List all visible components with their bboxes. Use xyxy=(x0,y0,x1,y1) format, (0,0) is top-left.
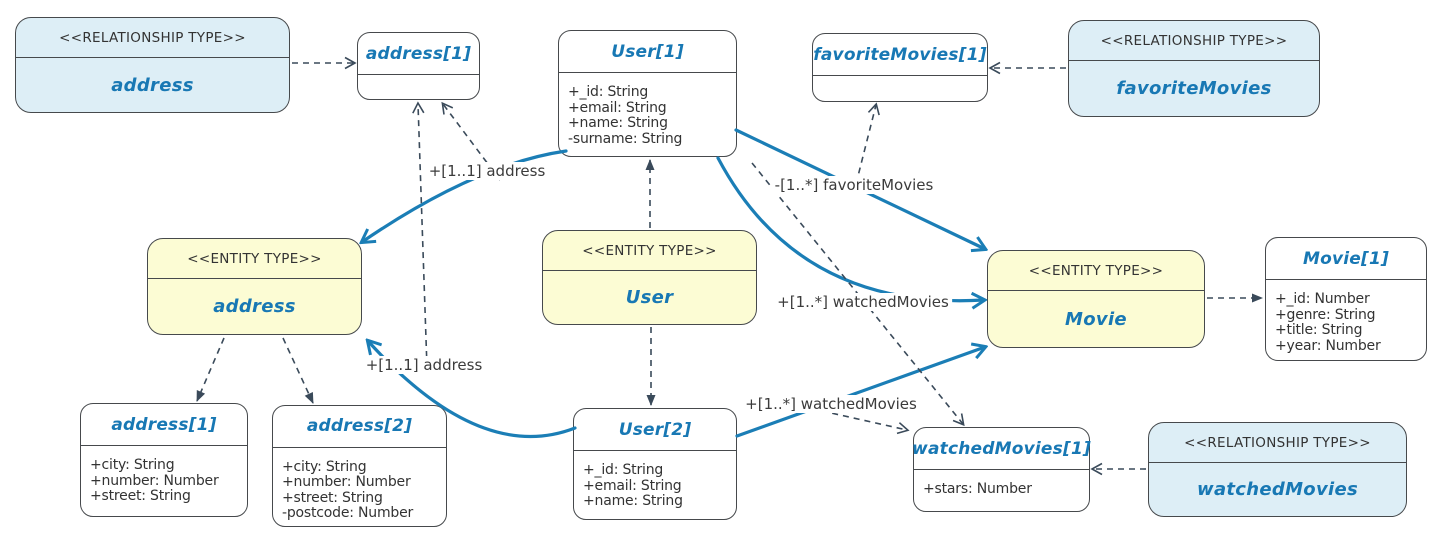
doc-movie-1-attributes: +_id: Number+genre: String+title: String… xyxy=(1266,280,1426,360)
attribute: +title: String xyxy=(1275,322,1363,339)
rel-watchedMovies[interactable]: <<RELATIONSHIP TYPE>> watchedMovies xyxy=(1148,422,1407,517)
ent-user[interactable]: <<ENTITY TYPE>> User xyxy=(542,230,757,325)
doc-user-2-title: User[2] xyxy=(574,409,736,451)
attribute: +number: Number xyxy=(90,472,219,489)
attribute: -surname: String xyxy=(568,130,683,147)
doc-movie-1-title: Movie[1] xyxy=(1266,238,1426,280)
edge-label-user1-address: +[1..1] address xyxy=(425,162,549,180)
attribute: +_id: String xyxy=(568,84,649,100)
edge-address-address1 xyxy=(196,337,225,402)
attribute: +city: String xyxy=(282,458,367,475)
doc-user-2[interactable]: User[2]+_id: String+email: String+name: … xyxy=(573,408,737,520)
attribute: +number: Number xyxy=(282,474,411,491)
edge-label-user2-watchedMovies-movie: +[1..*] watchedMovies xyxy=(742,395,920,413)
attribute: +stars: Number xyxy=(923,481,1032,497)
attribute: +_id: Number xyxy=(1275,291,1370,307)
rel-watchedMovies-stereotype: <<RELATIONSHIP TYPE>> xyxy=(1149,423,1406,463)
inst-address-1[interactable]: address[1] xyxy=(357,32,480,100)
edge-user1-favoriteMoviesinstance xyxy=(855,102,880,185)
inst-watchedMovies-1-attributes: +stars: Number xyxy=(914,470,1089,511)
ent-address-name: address xyxy=(213,296,296,317)
ent-address[interactable]: <<ENTITY TYPE>> address xyxy=(147,238,362,335)
doc-address-1-title: address[1] xyxy=(81,404,247,446)
rel-address[interactable]: <<RELATIONSHIP TYPE>> address xyxy=(15,17,290,113)
attribute: +name: String xyxy=(583,493,683,510)
attribute: +genre: String xyxy=(1275,306,1376,323)
inst-favoriteMovies-1-attributes xyxy=(813,76,987,101)
rel-watchedMovies-name: watchedMovies xyxy=(1197,479,1358,500)
attribute: +_id: String xyxy=(583,462,664,478)
edge-address-address2 xyxy=(282,337,314,404)
edge-label-user2-address: +[1..1] address xyxy=(362,356,486,374)
edge-label-user1-favoriteMovies-movie: -[1..*] favoriteMovies xyxy=(771,176,937,194)
inst-watchedMovies-1-title: watchedMovies[1] xyxy=(912,428,1091,470)
doc-user-1-title: User[1] xyxy=(559,31,736,73)
edge-user2-watchedMovies-movie xyxy=(735,347,985,438)
doc-address-2[interactable]: address[2]+city: String+number: Number+s… xyxy=(272,405,447,527)
rel-address-stereotype: <<RELATIONSHIP TYPE>> xyxy=(16,18,289,58)
attribute: +name: String xyxy=(568,115,668,132)
attribute: +street: String xyxy=(90,488,191,505)
ent-movie-stereotype: <<ENTITY TYPE>> xyxy=(988,251,1204,291)
doc-movie-1[interactable]: Movie[1]+_id: Number+genre: String+title… xyxy=(1265,237,1427,361)
attribute: -postcode: Number xyxy=(282,505,414,522)
ent-user-stereotype: <<ENTITY TYPE>> xyxy=(543,231,756,271)
doc-user-1-attributes: +_id: String+email: String+name: String-… xyxy=(559,73,736,156)
inst-address-1-attributes xyxy=(358,75,479,99)
doc-address-1-attributes: +city: String+number: Number+street: Str… xyxy=(81,446,247,516)
attribute: +city: String xyxy=(90,457,175,473)
rel-favoriteMovies[interactable]: <<RELATIONSHIP TYPE>> favoriteMovies xyxy=(1068,20,1320,117)
edge-user2-addressinstance xyxy=(412,101,428,369)
doc-address-1[interactable]: address[1]+city: String+number: Number+s… xyxy=(80,403,248,517)
doc-address-2-attributes: +city: String+number: Number+street: Str… xyxy=(273,448,446,526)
ent-user-name: User xyxy=(625,287,674,308)
inst-address-1-title: address[1] xyxy=(358,33,479,75)
rel-address-name: address xyxy=(111,74,194,96)
ent-movie-name: Movie xyxy=(1065,308,1127,330)
ent-movie[interactable]: <<ENTITY TYPE>> Movie xyxy=(987,250,1205,348)
rel-favoriteMovies-stereotype: <<RELATIONSHIP TYPE>> xyxy=(1069,21,1319,61)
attribute: +email: String xyxy=(568,99,667,116)
attribute: +email: String xyxy=(583,477,682,494)
inst-favoriteMovies-1[interactable]: favoriteMovies[1] xyxy=(812,33,988,102)
doc-user-2-attributes: +_id: String+email: String+name: String xyxy=(574,451,736,519)
attribute: +year: Number xyxy=(1275,337,1381,354)
ent-address-stereotype: <<ENTITY TYPE>> xyxy=(148,239,361,279)
inst-favoriteMovies-1-title: favoriteMovies[1] xyxy=(813,34,987,76)
rel-favoriteMovies-name: favoriteMovies xyxy=(1116,78,1272,99)
doc-address-2-title: address[2] xyxy=(273,406,446,448)
doc-user-1[interactable]: User[1]+_id: String+email: String+name: … xyxy=(558,30,737,157)
attribute: +street: String xyxy=(282,489,383,506)
edge-label-user1-watchedMovies-movie: +[1..*] watchedMovies xyxy=(774,293,952,311)
inst-watchedMovies-1[interactable]: watchedMovies[1] +stars: Number xyxy=(912,427,1091,512)
